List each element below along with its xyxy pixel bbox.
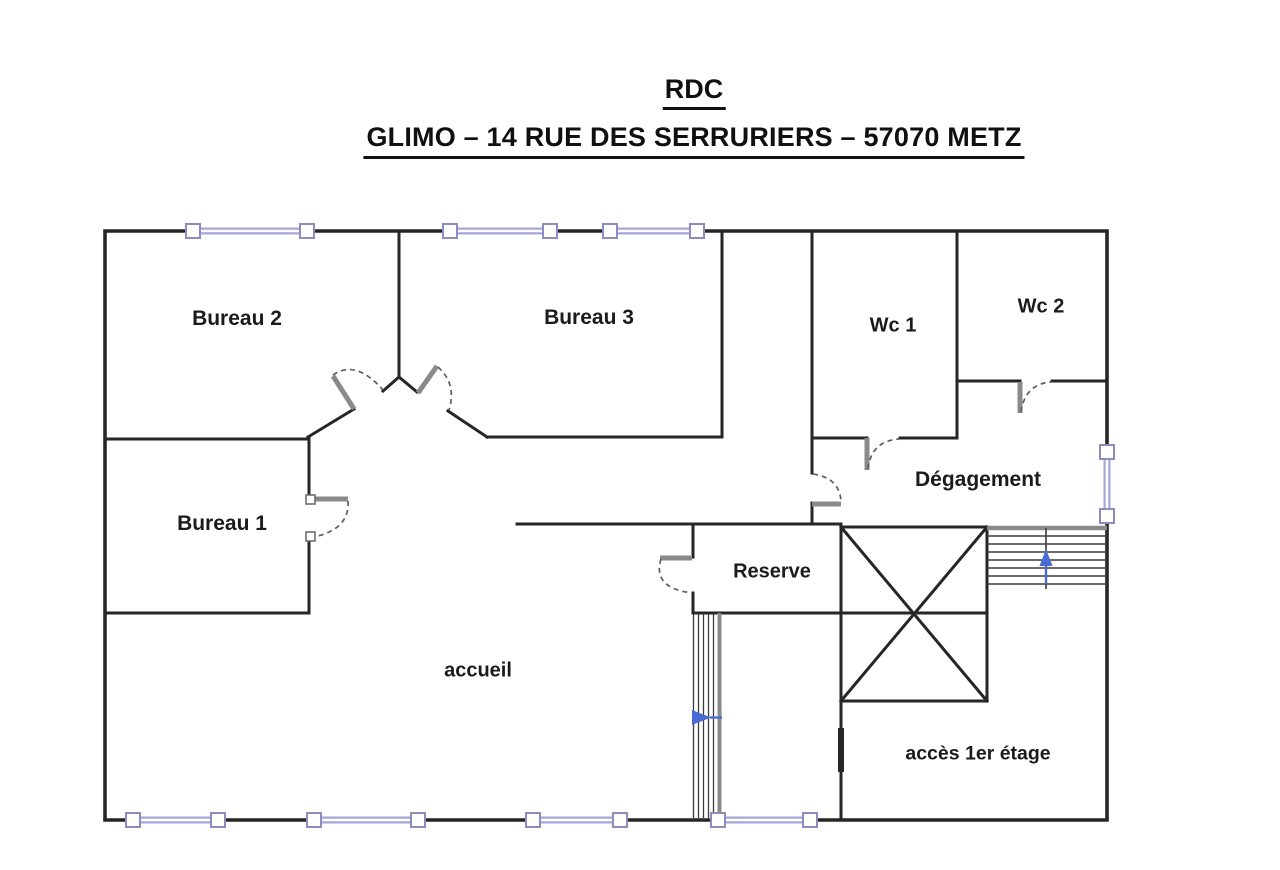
room-label-degagement: Dégagement <box>914 468 1042 491</box>
room-label-wc-2: Wc 2 <box>1017 295 1065 318</box>
windows-top-wall <box>185 223 705 239</box>
staircase <box>987 525 1107 589</box>
stairwell-shaft <box>838 524 990 704</box>
window-right-wall <box>1099 444 1115 524</box>
entrance-direction-arrow-icon <box>692 710 722 725</box>
building-outline <box>103 229 1109 822</box>
room-label-bureau-3: Bureau 3 <box>544 306 634 329</box>
door-swing-bureau-2 <box>332 368 384 391</box>
interior-walls <box>103 229 1109 822</box>
room-label-acces-1er-etage: accès 1er étage <box>905 742 1051 765</box>
page-subtitle: GLIMO – 14 RUE DES SERRURIERS – 57070 ME… <box>363 122 1025 159</box>
room-label-accueil: accueil <box>444 659 512 682</box>
page-title: RDC <box>662 74 726 110</box>
door-swing-wc-2 <box>1020 381 1052 413</box>
entrance-ramp <box>692 613 722 818</box>
doors <box>305 364 1052 594</box>
windows-bottom-wall <box>125 812 818 828</box>
room-label-reserve: Reserve <box>733 560 811 583</box>
door-swing-degagement <box>812 473 842 503</box>
door-swing-wc-1 <box>867 438 900 470</box>
outer-walls <box>103 229 1109 822</box>
door-swing-bureau-1 <box>313 500 349 538</box>
room-label-bureau-2: Bureau 2 <box>192 307 282 330</box>
room-label-wc-1: Wc 1 <box>869 314 917 337</box>
door-leaf-bureau-2 <box>330 374 357 411</box>
door-swing-reserve <box>658 558 693 594</box>
door-leaf-bureau-3 <box>415 364 440 395</box>
stairs-up-arrow-icon <box>1039 549 1053 584</box>
room-label-bureau-1: Bureau 1 <box>177 512 267 535</box>
door-swing-bureau-3 <box>437 366 453 411</box>
